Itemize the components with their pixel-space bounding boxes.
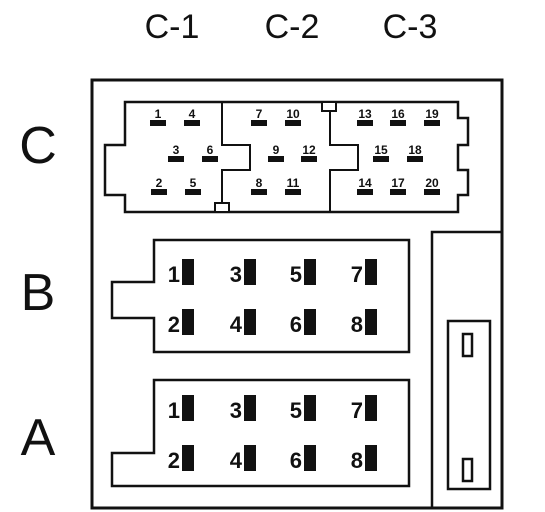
- pin-contact: [244, 309, 256, 335]
- pin-contact: [251, 189, 267, 195]
- pin-contact: [244, 445, 256, 471]
- latch-slot-bottom: [461, 457, 474, 483]
- pin-contact: [357, 120, 373, 126]
- pin-contact: [182, 259, 194, 285]
- column-label-c3: C-3: [383, 8, 438, 46]
- pin-contact: [182, 395, 194, 421]
- pin-contact: [184, 120, 200, 126]
- pin-label: 17: [391, 176, 405, 190]
- pin-contact: [251, 120, 267, 126]
- pin-label: 5: [190, 176, 197, 190]
- pin-label: 1: [168, 262, 180, 287]
- pin-label: 2: [168, 448, 180, 473]
- pin-contact: [365, 309, 377, 335]
- column-label-c1: C-1: [145, 8, 200, 46]
- pin-label: 2: [168, 312, 180, 337]
- pin-label: 1: [155, 107, 162, 121]
- pin-contact: [285, 120, 301, 126]
- pin-contact: [373, 156, 389, 162]
- c2-c3-divider: [329, 102, 359, 212]
- pin-label: 15: [374, 143, 388, 157]
- pin-contact: [365, 259, 377, 285]
- pin-contact: [424, 189, 440, 195]
- pin-label: 3: [173, 143, 180, 157]
- side-guide-column: [430, 230, 504, 510]
- pin-contact: [304, 445, 316, 471]
- pin-contact: [285, 189, 301, 195]
- pin-contact: [244, 395, 256, 421]
- pin-label: 14: [358, 176, 372, 190]
- row-label-c: C: [19, 117, 57, 175]
- pin-contact: [390, 120, 406, 126]
- pin-label: 7: [351, 262, 363, 287]
- pin-label: 6: [290, 312, 302, 337]
- pin-label: 3: [230, 262, 242, 287]
- latch-slot-top: [461, 332, 474, 358]
- pin-label: 6: [207, 143, 214, 157]
- pin-label: 11: [287, 176, 300, 190]
- pin-label: 20: [425, 176, 439, 190]
- pin-contact: [168, 156, 184, 162]
- pin-label: 7: [351, 398, 363, 423]
- connector-b-outline: [110, 238, 411, 354]
- pin-label: 13: [358, 107, 372, 121]
- connector-b-pins: 1 3 5 7 2 4 6 8: [168, 259, 377, 337]
- side-latch: [446, 319, 492, 491]
- pin-label: 10: [286, 107, 300, 121]
- pin-contact: [407, 156, 423, 162]
- pin-label: 18: [408, 143, 422, 157]
- pin-contact: [357, 189, 373, 195]
- pin-contact: [424, 120, 440, 126]
- pin-label: 6: [290, 448, 302, 473]
- pin-contact: [365, 445, 377, 471]
- pin-contact: [365, 395, 377, 421]
- connector-c2-pins: 7 10 9 12 8 11: [251, 107, 317, 195]
- connector-c3-pins: 13 16 19 15 18 14 17 20: [357, 107, 440, 195]
- pin-contact: [182, 309, 194, 335]
- pin-label: 7: [256, 107, 263, 121]
- pin-label: 19: [425, 107, 439, 121]
- row-label-a: A: [21, 409, 56, 467]
- pin-contact: [244, 259, 256, 285]
- pin-contact: [390, 189, 406, 195]
- pin-contact: [185, 189, 201, 195]
- pin-contact: [268, 156, 284, 162]
- pin-label: 12: [302, 143, 316, 157]
- pin-label: 5: [290, 398, 302, 423]
- pin-contact: [304, 259, 316, 285]
- pin-label: 4: [230, 448, 243, 473]
- pin-contact: [304, 395, 316, 421]
- pin-contact: [304, 309, 316, 335]
- connector-a-outline: [110, 378, 411, 488]
- pin-contact: [202, 156, 218, 162]
- column-label-c2: C-2: [265, 8, 320, 46]
- row-label-b: B: [21, 264, 56, 322]
- pin-contact: [150, 120, 166, 126]
- connector-c-key-top: [321, 101, 337, 112]
- connector-c-outline: [103, 100, 470, 214]
- connector-c-key-bottom: [214, 202, 230, 213]
- pin-label: 8: [351, 448, 363, 473]
- pin-label: 8: [256, 176, 263, 190]
- connector-a-pins: 1 3 5 7 2 4 6 8: [168, 395, 377, 473]
- c1-c2-divider: [221, 102, 251, 212]
- pin-label: 16: [391, 107, 405, 121]
- pin-label: 4: [230, 312, 243, 337]
- pin-label: 3: [230, 398, 242, 423]
- pin-label: 9: [273, 143, 280, 157]
- pin-label: 1: [168, 398, 180, 423]
- pin-contact: [151, 189, 167, 195]
- pin-label: 4: [189, 107, 196, 121]
- pin-label: 2: [156, 176, 163, 190]
- pin-contact: [301, 156, 317, 162]
- pin-contact: [182, 445, 194, 471]
- pin-label: 8: [351, 312, 363, 337]
- pin-label: 5: [290, 262, 302, 287]
- connector-c1-pins: 1 4 3 6 2 5: [150, 107, 218, 195]
